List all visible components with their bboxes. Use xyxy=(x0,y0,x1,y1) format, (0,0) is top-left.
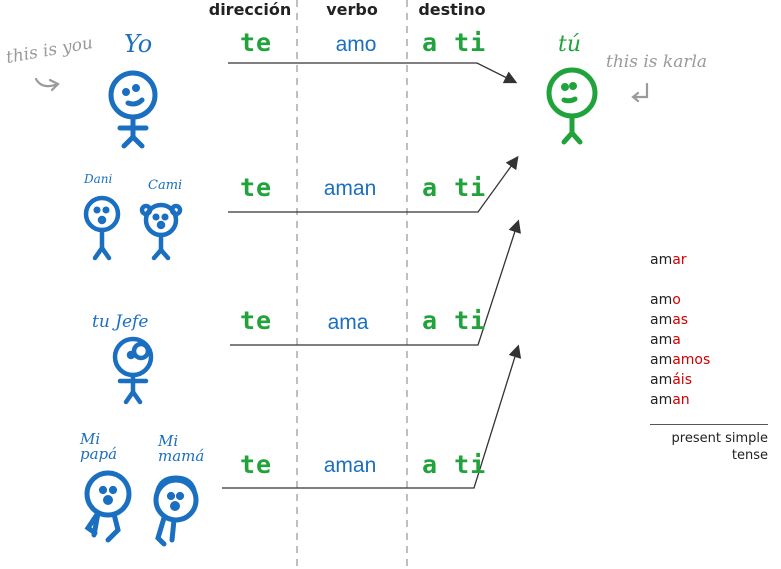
yo-label: Yo xyxy=(124,30,153,58)
header-verb: verbo xyxy=(326,0,378,19)
tense-caption: present simple tense xyxy=(650,430,768,464)
verb-row-3: aman xyxy=(323,454,377,477)
arrow-row-3 xyxy=(222,344,522,489)
arrow-row-2 xyxy=(230,219,521,346)
pronoun-row-2: te xyxy=(240,306,273,335)
header-destination: destino xyxy=(418,0,486,19)
papa-figure xyxy=(84,470,132,543)
pronoun-row-3: te xyxy=(240,450,273,479)
conjugation-infinitive: amar xyxy=(650,250,687,270)
form-nosotros: amamos xyxy=(650,352,711,368)
infinitive-stem: am xyxy=(650,252,673,268)
form-vosotros: amáis xyxy=(650,372,692,388)
karla-note: this is karla xyxy=(606,52,708,72)
header-direction: dirección xyxy=(208,0,292,19)
destination-row-2: a ti xyxy=(422,306,487,335)
jefe-figure xyxy=(112,336,154,405)
verb-row-1: aman xyxy=(323,177,377,200)
form-yo: amo xyxy=(650,292,681,308)
cami-figure xyxy=(139,202,183,261)
verb-row-2: ama xyxy=(327,311,369,334)
destination-yo: a ti xyxy=(422,28,487,57)
pronoun-yo: te xyxy=(240,28,273,57)
form-el: ama xyxy=(650,332,681,348)
caption-line-1: present simple xyxy=(671,431,768,446)
karla-pointer-arrow xyxy=(631,82,649,103)
infinitive-ending: ar xyxy=(672,252,687,268)
verb-yo: amo xyxy=(335,33,377,56)
arrow-yo xyxy=(228,62,518,84)
dani-label: Dani xyxy=(84,172,113,186)
tu-label: tú xyxy=(558,32,582,57)
mama-figure xyxy=(153,475,199,547)
form-tu: amas xyxy=(650,312,689,328)
destination-row-3: a ti xyxy=(422,450,487,479)
cami-label: Cami xyxy=(148,178,183,193)
tu-figure xyxy=(546,67,598,145)
destination-row-1: a ti xyxy=(422,173,487,202)
jefe-label: tu Jefe xyxy=(92,312,149,332)
caption-line-2: tense xyxy=(731,448,768,463)
you-pointer-arrow xyxy=(34,77,60,92)
arrow-row-1 xyxy=(228,155,519,213)
pronoun-row-1: te xyxy=(240,173,273,202)
yo-figure xyxy=(108,70,158,149)
form-ellos: aman xyxy=(650,392,690,408)
caption-rule xyxy=(650,424,768,425)
conjugation-forms: amo amas ama amamos amáis aman xyxy=(650,290,710,410)
dani-figure xyxy=(83,195,121,261)
